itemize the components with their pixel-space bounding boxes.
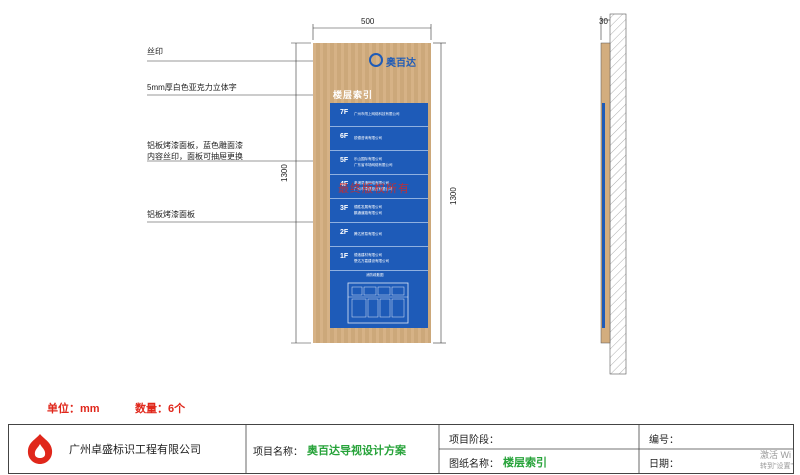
floor-row: 2F 腾达贸易有限公司: [330, 223, 428, 247]
unit-label: 单位：mm: [47, 403, 100, 415]
floor-row: 6F 锐德咨询有限公司: [330, 127, 428, 151]
stage-label: 项目阶段：: [449, 435, 499, 446]
floor-row: 4F 粤港易通网络有限公司 广州市卓盛投资有限公司: [330, 175, 428, 199]
company-name: 广州卓盛标识工程有限公司: [69, 444, 201, 456]
drawing-label: 图纸名称：: [449, 459, 499, 470]
os-watermark-line1: 激活 Wi: [760, 450, 791, 460]
title-block: 广州卓盛标识工程有限公司 项目名称： 奥百达导视设计方案 项目阶段： 图纸名称：…: [8, 424, 794, 474]
floor-panel: 7F 广州市闯上网络科技有限公司 6F 锐德咨询有限公司 5F 乐山国际有限公司…: [330, 103, 428, 328]
evacuation-map: 消防疏散图: [330, 271, 428, 328]
map-title: 消防疏散图: [366, 273, 384, 277]
floor-row: 3F 德胜发展有限公司 鹏通道路有限公司: [330, 199, 428, 223]
annotation-panel-line1: 铝板烤漆面板，蓝色雕面漆: [147, 141, 243, 150]
floor-plan: [347, 282, 409, 324]
floor-row: 7F 广州市闯上网络科技有限公司: [330, 103, 428, 127]
date-label: 日期：: [649, 459, 679, 470]
annotation-base: 铝板烤漆面板: [147, 210, 195, 219]
annotation-silkscreen: 丝印: [147, 47, 163, 56]
annotation-acrylic: 5mm厚白色亚克力立体字: [147, 83, 237, 92]
depth-dimension: 30: [599, 17, 608, 26]
logo-text: 奥百达: [386, 58, 416, 69]
os-watermark-line2: 转到"设置": [760, 463, 793, 470]
width-dimension: 500: [361, 17, 375, 26]
company-logo-icon: [27, 434, 53, 464]
project-label: 项目名称：: [253, 447, 303, 458]
annotation-panel-line2: 内容丝印，面板可抽屉更换: [147, 152, 243, 161]
watermark: 最终版权所有: [338, 183, 410, 195]
logo-icon: [369, 53, 383, 67]
title-block-grid: [245, 425, 793, 473]
height-dimension-left: 1300: [280, 164, 289, 182]
project-value: 奥百达导视设计方案: [307, 445, 406, 457]
quantity-label: 数量：6个: [135, 403, 186, 415]
floor-row: 5F 乐山国际有限公司 广东省市场网络有限公司: [330, 151, 428, 175]
sign-header: 楼层索引: [333, 90, 374, 100]
number-label: 编号：: [649, 435, 679, 446]
drawing-value: 楼层索引: [503, 457, 547, 469]
height-dimension-right: 1300: [449, 187, 458, 205]
floor-row: 1F 德洛建材有限公司 懋达万嘉建设有限公司: [330, 247, 428, 271]
